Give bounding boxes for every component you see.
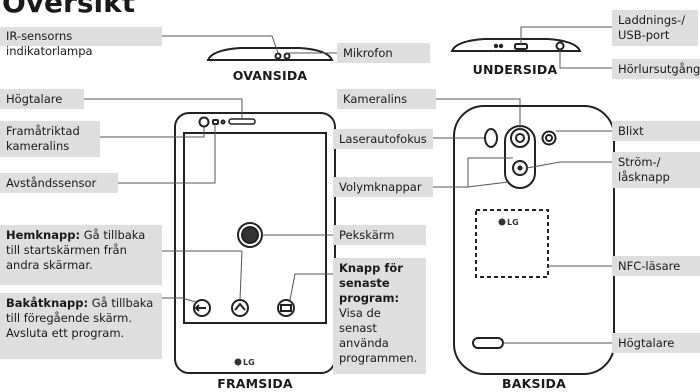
svg-text:LG: LG <box>507 218 519 227</box>
front-earpiece <box>228 118 256 125</box>
top-edge-view <box>206 47 334 61</box>
label-recent-apps-key: Knapp för senaste program: Visa de senas… <box>333 258 426 374</box>
leader-headphone <box>559 50 612 69</box>
label-flash: Blixt <box>612 121 700 141</box>
leader-proximity <box>118 124 216 184</box>
leader-back <box>162 297 197 303</box>
back-phone-body <box>453 105 615 375</box>
recent-key-title: Knapp för senaste program: <box>339 261 403 305</box>
svg-text:LG: LG <box>243 358 255 367</box>
nfc-area <box>475 209 549 278</box>
bottom-edge-view <box>450 38 582 52</box>
bottom-usb-port <box>514 43 528 50</box>
home-key-title: Hemknapp: <box>6 228 81 242</box>
label-laser-autofocus: Laserautofokus <box>333 129 433 149</box>
back-camera-module <box>504 125 536 189</box>
top-mic-dot <box>283 52 291 60</box>
label-speaker-front: Högtalare <box>0 89 84 109</box>
front-proximity-sensor <box>212 119 219 125</box>
page-title: Översikt <box>2 0 136 19</box>
label-touchscreen: Pekskärm <box>333 225 426 245</box>
leader-front-camera <box>100 127 205 138</box>
label-power-lock-key: Ström-/ låsknapp <box>612 152 700 188</box>
back-key-title: Bakåtknapp: <box>6 296 89 310</box>
back-camera-lens <box>510 128 530 148</box>
label-nfc-reader: NFC-läsare <box>612 256 700 276</box>
back-key-button <box>193 299 211 317</box>
recent-key-button <box>277 299 295 317</box>
back-flash <box>541 130 557 146</box>
laser-autofocus <box>484 128 498 148</box>
bottom-headphone-jack <box>555 41 565 51</box>
leader-home-down <box>239 250 243 301</box>
label-proximity-sensor: Avståndssensor <box>0 173 118 193</box>
label-microphone: Mikrofon <box>337 43 430 63</box>
label-speaker-back: Högtalare <box>612 333 700 353</box>
label-camera-lens: Kameralins <box>337 89 436 109</box>
caption-back-side: BAKSIDA <box>502 376 566 391</box>
back-logo: LG <box>498 218 519 227</box>
front-phone-body <box>174 112 336 374</box>
back-key-text: Gå tillbaka till föregående skärm. Avslu… <box>6 296 154 340</box>
label-back-key: Bakåtknapp: Gå tillbaka till föregående … <box>0 293 162 359</box>
caption-bottom-side: UNDERSIDA <box>472 62 558 77</box>
top-ir-dot <box>274 52 282 60</box>
label-ir-indicator: IR-sensorns indikatorlampa <box>0 27 162 58</box>
back-speaker <box>472 337 504 349</box>
leader-volume <box>433 157 513 188</box>
leader-ir <box>162 35 279 54</box>
leader-power <box>526 161 612 169</box>
leader-volume-2 <box>467 181 509 188</box>
front-logo: LG <box>234 358 255 367</box>
label-headphone-jack: Hörlursutgång <box>612 59 700 79</box>
label-usb-port: Laddnings-/ USB-port <box>612 10 698 46</box>
touch-point <box>241 226 259 244</box>
leader-recent <box>289 273 333 301</box>
home-key-text: Gå tillbaka till startskärmen från andra… <box>6 228 146 272</box>
caption-top-side: OVANSIDA <box>232 68 308 83</box>
leader-camera-lens <box>436 98 521 129</box>
label-volume-keys: Volymknappar <box>333 177 433 197</box>
caption-front-side: FRAMSIDA <box>217 376 293 391</box>
leader-speaker-front <box>84 98 243 119</box>
home-key-button <box>231 299 249 317</box>
front-camera-lens <box>198 116 210 128</box>
label-home-key: Hemknapp: Gå tillbaka till startskärmen … <box>0 225 162 285</box>
leader-usb <box>520 26 612 44</box>
front-screen <box>183 132 327 324</box>
recent-key-text: Visa de senast använda programmen. <box>339 306 418 365</box>
label-front-camera: Framåtriktad kameralins <box>0 121 100 157</box>
